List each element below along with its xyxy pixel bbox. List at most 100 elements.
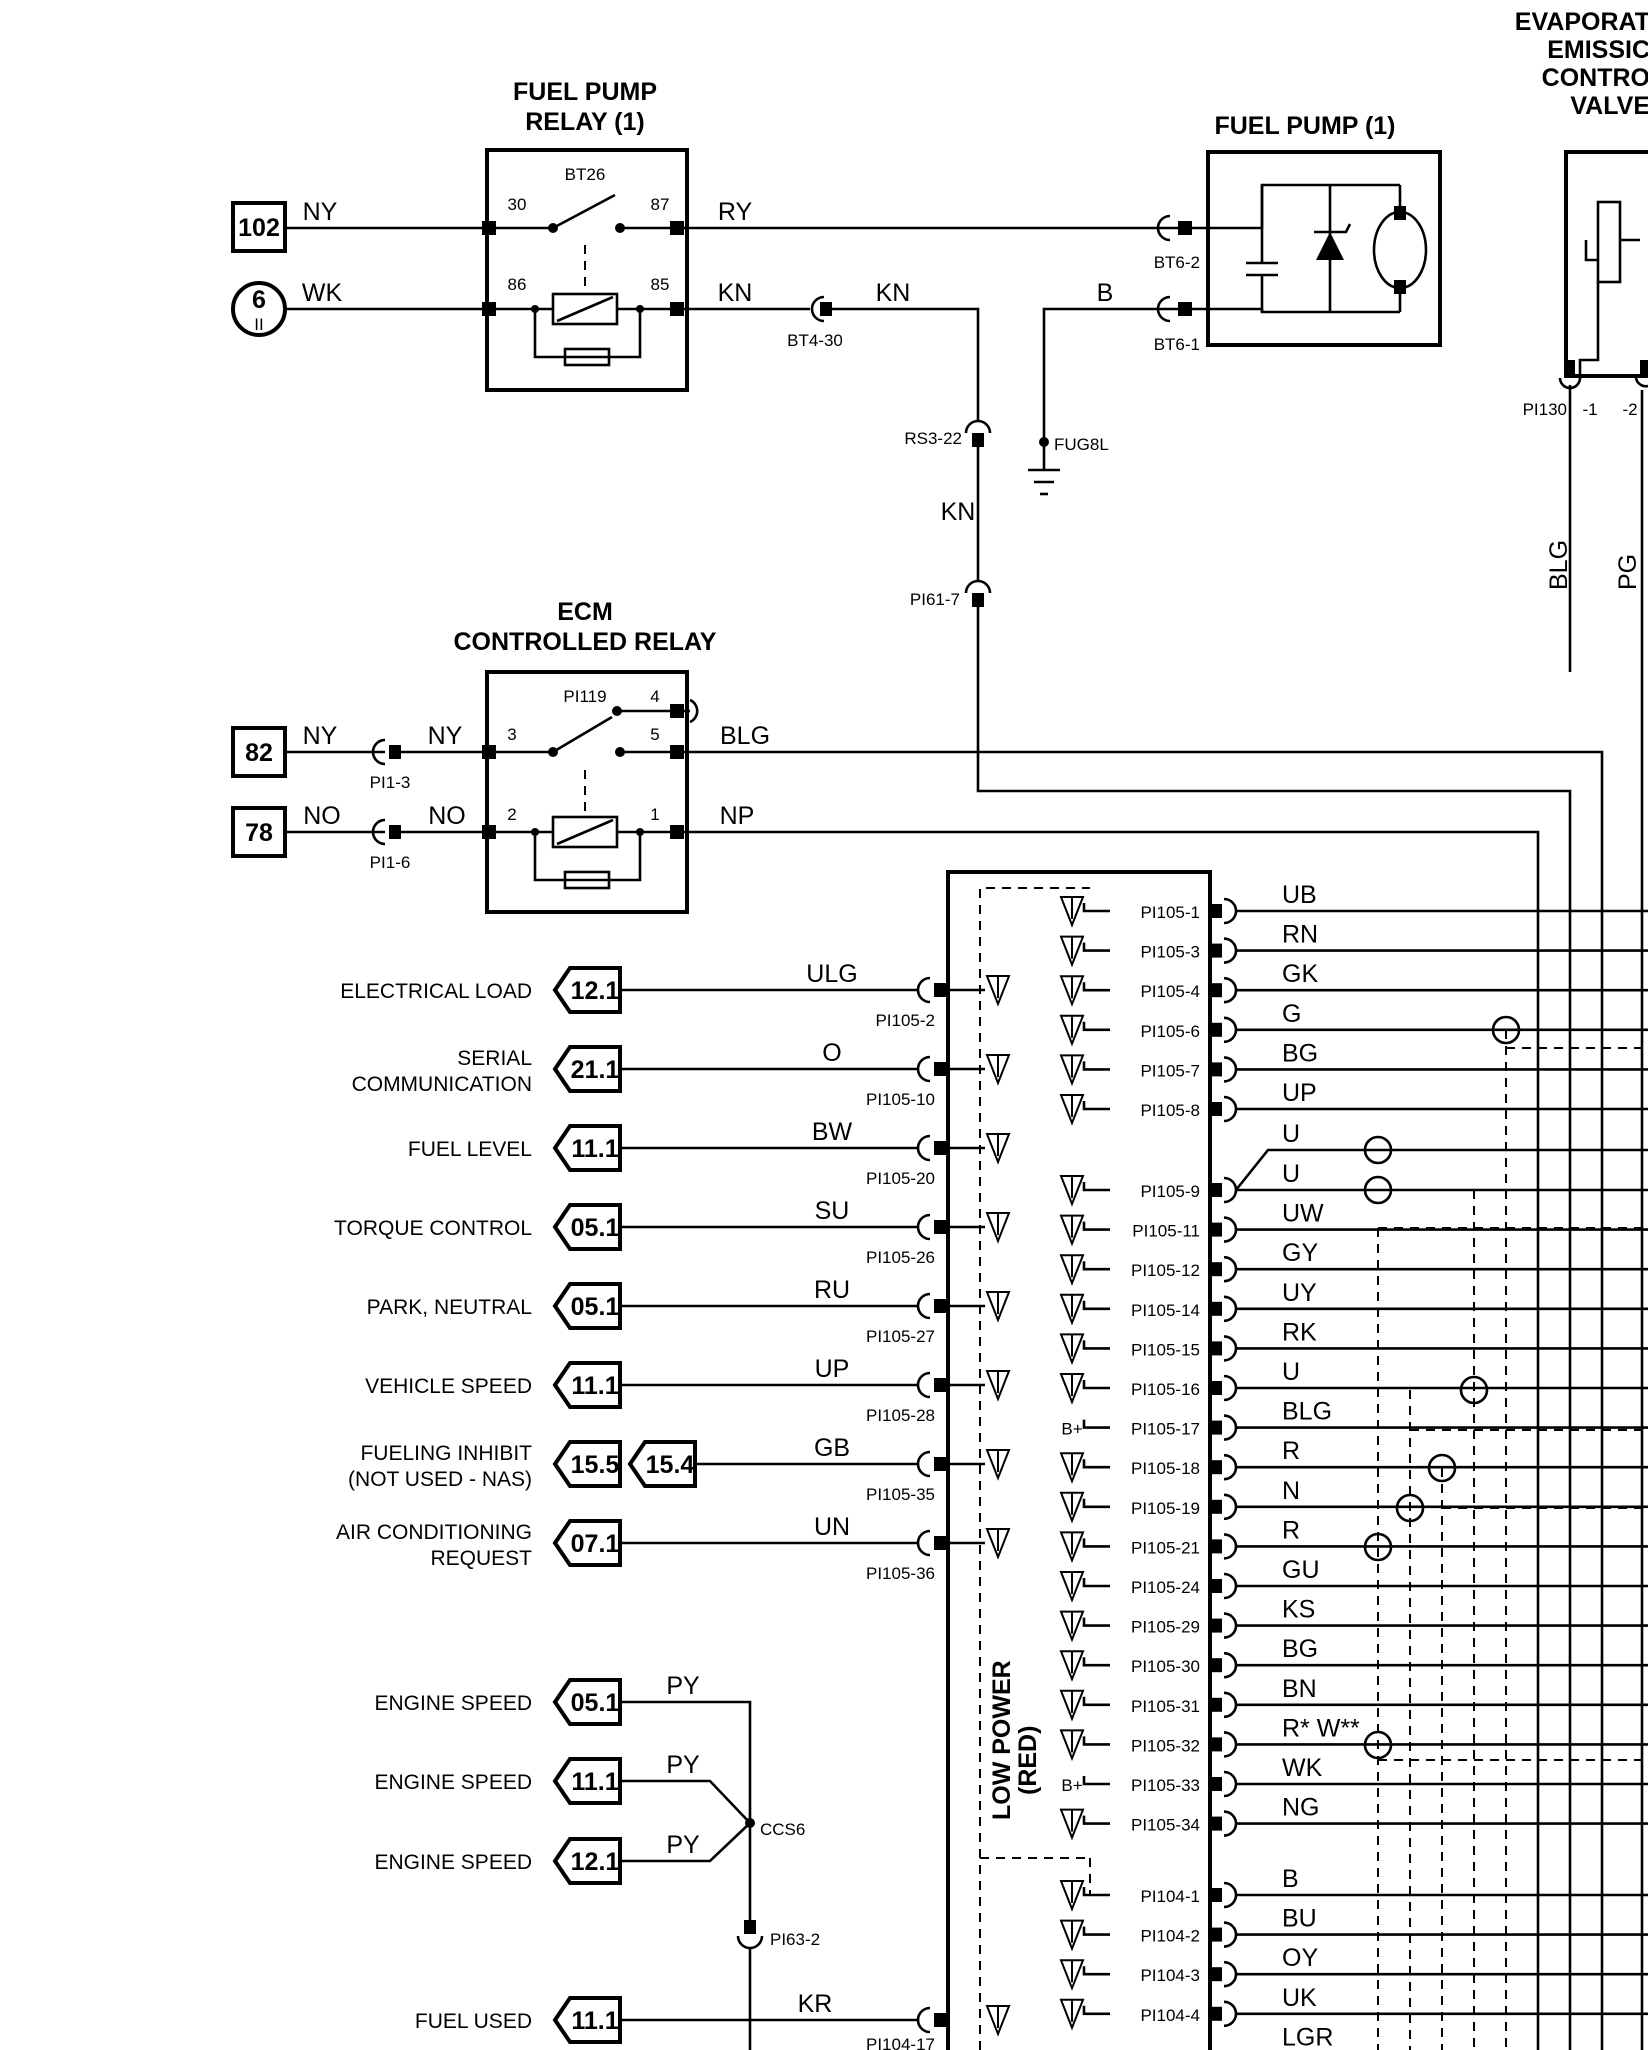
relay-pin-85: 85 [651,275,670,294]
ecm-box-label-1: LOW POWER [988,1660,1016,1820]
ecm-pin-label: PI105-6 [1140,1022,1200,1041]
ecm-wire-color: UY [1282,1279,1317,1307]
fuel-pump-relay-title-1: FUEL PUMP [513,78,657,106]
signal-ref: 11.1 [571,1372,618,1400]
ecm-wire-color: B [1282,1865,1299,1893]
signal-ref: 12.1 [571,977,620,1005]
ecm-wire-color: GY [1282,1239,1318,1267]
ecm-pin-4: 4 [650,687,659,706]
ecm-pin-label: PI105-14 [1131,1301,1200,1320]
signal-ref: 11.1 [571,1135,618,1163]
relay-to-pump-wires: RY KN BT4-30 KN RS3-22 KN PI61-7 B FUG8L [684,198,1178,609]
ecm-pin-label: PI105-12 [1131,1261,1200,1280]
signal-pin: PI105-35 [866,1485,935,1504]
engine-speed-wire: PY [666,1751,700,1779]
ecm-right-pin-row: PI105-14 UY [1059,1279,1648,1326]
signal-wire: O [822,1039,841,1067]
ecm-wire-color: R [1282,1516,1300,1544]
signal-wire: ULG [806,960,857,988]
signal-label: REQUEST [430,1547,532,1570]
signal-label: COMMUNICATION [352,1073,532,1096]
ecm-right-pin-row: PI105-7BG [1059,1039,1648,1087]
connector-pi61-7: PI61-7 [910,590,960,609]
ecm-right-pin-row: PI105-18R [1059,1437,1648,1484]
engine-speed-ref: 11.1 [571,1768,618,1796]
svg-text:II: II [254,315,263,334]
ecm-wire-color: BU [1282,1905,1317,1933]
ref-82: 82 NY PI1-3 NY [231,722,482,792]
relay-pin-30: 30 [508,195,527,214]
evap-wire-pg: PG [1614,554,1642,590]
ecm-controlled-relay: ECM CONTROLLED RELAY PI119 4 3 5 2 1 [454,598,717,914]
ecm-wire-color: LGR [1282,2023,1333,2050]
signal-pin: PI105-36 [866,1564,935,1583]
ecm-wire-color: N [1282,1477,1300,1505]
ecm-right-pin-row: PI105-9 U [1059,1160,1648,1207]
signal-ref: 05.1 [571,1214,620,1242]
ecm-pin-label: PI105-9 [1140,1182,1200,1201]
ecm-wire-color: UW [1282,1200,1324,1228]
ecm-wire-color: U [1282,1358,1300,1386]
signal-wire: RU [814,1276,850,1304]
signal-label: SERIAL [457,1047,532,1070]
signal-pin: PI105-10 [866,1090,935,1109]
evap-title-2: EMISSIC [1547,36,1648,64]
signal-pin: PI105-20 [866,1169,935,1188]
ecm-pin-label: PI105-8 [1140,1101,1200,1120]
bplus-label: B+ [1061,1420,1082,1439]
wire-np: NP [720,802,755,830]
ecm-pin-3: 3 [507,725,516,744]
ecm-block: LOW POWER (RED) PI105-1UBPI105-3RNPI105-… [334,870,1648,2050]
ecm-wire-color: U [1282,1160,1300,1188]
ecm-right-pin-row: PI104-1B [1059,1865,1648,1912]
ecm-wire-color: R [1282,1437,1300,1465]
svg-text:NO: NO [428,802,466,830]
ecm-right-pin-row: PI104-2BU [1059,1905,1648,1952]
engine-speed-ref: 12.1 [571,1848,620,1876]
svg-text:6: 6 [252,286,266,314]
ecm-wire-color: GK [1282,960,1318,988]
ecm-wire-color: KS [1282,1596,1315,1624]
svg-text:82: 82 [245,739,273,767]
signal-label: AIR CONDITIONING [336,1521,532,1544]
engine-speed-wire: PY [666,1831,700,1859]
evap-title-4: VALVE [1570,92,1648,120]
ecm-pin-label: PI105-7 [1140,1061,1200,1080]
ecm-right-pin-row: PI105-29 KS [1059,1596,1648,1643]
ecm-right-pin-row: PI105-8 UP [1059,1079,1648,1126]
ecm-relay-output-wires: BLG NP [684,607,1604,2050]
wire-ry: RY [718,198,753,226]
ecm-right-pin-row: PI104-4UK [1059,1984,1648,2031]
ecm-wire-color: GU [1282,1556,1320,1584]
signal-label: TORQUE CONTROL [334,1217,532,1240]
ecm-wire-color: BG [1282,1635,1318,1663]
ecm-pin-label: PI105-1 [1140,903,1200,922]
evap-wire-blg: BLG [1545,540,1573,590]
splice-ccs6: CCS6 [760,1820,805,1839]
svg-text:102: 102 [238,214,280,242]
signal-ref: 21.1 [571,1056,620,1084]
ecm-right-pin-row: PI105-6G [1059,1000,1648,1047]
connector-bt6-1: BT6-1 [1154,335,1200,354]
svg-text:NO: NO [303,802,341,830]
ecm-pin-label: PI105-29 [1131,1618,1200,1637]
ecm-pin-label: PI105-33 [1131,1776,1200,1795]
ecm-right-pins: PI105-1UBPI105-3RNPI105-4GKPI105-6GPI105… [1059,881,1648,2050]
ref-6: 6 II WK [231,279,482,337]
wire-kn-3: KN [941,498,976,526]
ecm-wire-color: RK [1282,1318,1317,1346]
signal-label: VEHICLE SPEED [365,1375,532,1398]
fuel-pump-title: FUEL PUMP (1) [1214,112,1395,140]
engine-speed-label: ENGINE SPEED [374,1692,532,1715]
ecm-wire-color: UP [1282,1079,1317,1107]
connector-rs3-22: RS3-22 [904,429,962,448]
